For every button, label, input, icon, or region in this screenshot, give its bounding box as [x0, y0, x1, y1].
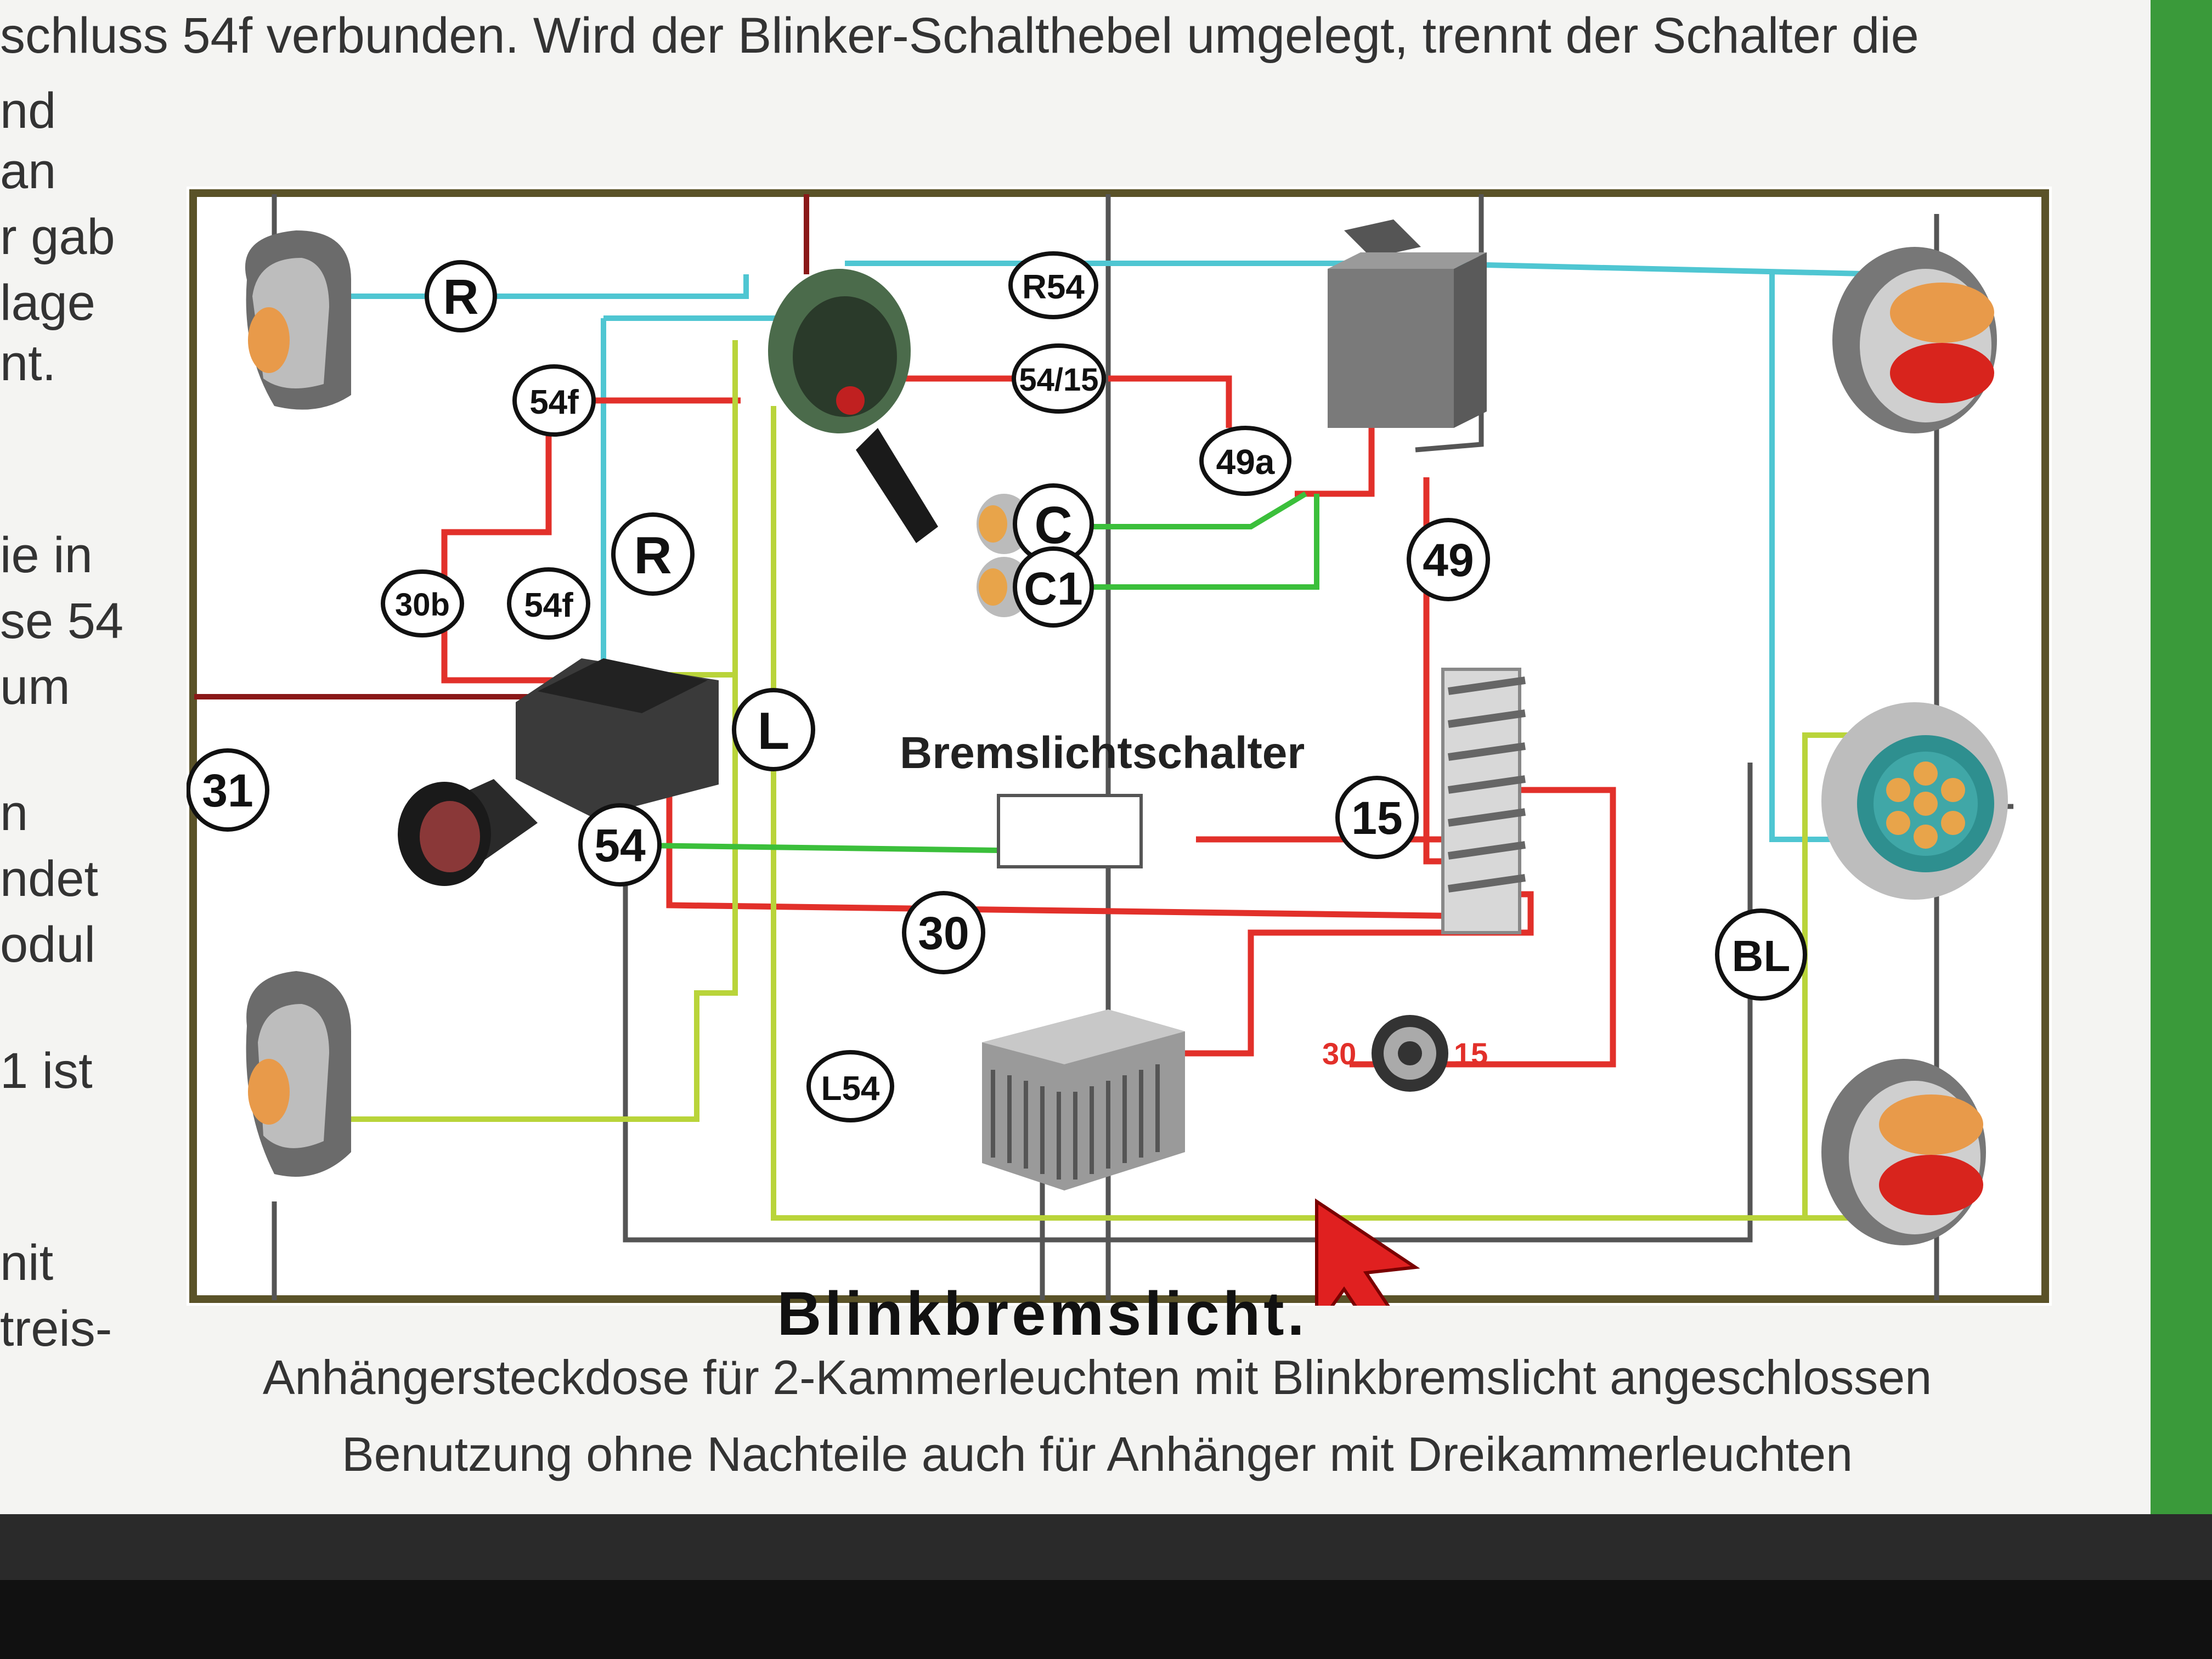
label-r-left-text: R — [443, 270, 479, 325]
label-ignition-30: 30 — [1322, 1036, 1356, 1071]
label-r54-text: R54 — [1022, 268, 1085, 306]
rear-right-tail-lamp-bottom — [1821, 1059, 1986, 1245]
label-bl: BL — [1715, 909, 1807, 1001]
ignition-lock — [1372, 1015, 1448, 1092]
left-fragment: odul — [0, 917, 95, 973]
left-fragment: nd — [0, 83, 57, 139]
left-fragment: nit — [0, 1235, 54, 1291]
label-30b: 30b — [381, 569, 464, 637]
screen: schluss 54f verbunden. Wird der Blinker-… — [0, 0, 2151, 1514]
label-49: 49 — [1407, 518, 1490, 601]
label-l54-text: L54 — [821, 1070, 880, 1108]
brake-switch-box — [997, 794, 1143, 868]
left-fragment: treis- — [0, 1301, 112, 1357]
label-54-15: 54/15 — [1012, 343, 1106, 414]
caption-line-1: Anhängersteckdose für 2-Kammerleuchten m… — [262, 1350, 1932, 1404]
flasher-relay — [1328, 219, 1487, 428]
wires-dark-red — [194, 194, 809, 699]
left-fragment: an — [0, 143, 57, 199]
label-r54: R54 — [1008, 251, 1098, 319]
indicator-switch — [768, 269, 938, 543]
battery — [982, 1009, 1185, 1190]
label-31: 31 — [187, 748, 269, 832]
label-54f-mid-text: 54f — [524, 586, 573, 624]
mouse-cursor-arrow — [1315, 1198, 1420, 1306]
label-54f-top: 54f — [512, 364, 596, 437]
label-l-text: L — [758, 702, 790, 760]
left-fragment: ndet — [0, 851, 99, 907]
left-fragment: 1 ist — [0, 1043, 93, 1099]
rear-left-indicator-lamp — [246, 971, 351, 1177]
label-54: 54 — [578, 803, 662, 887]
label-54f-mid: 54f — [507, 567, 590, 640]
label-49a-text: 49a — [1216, 442, 1275, 482]
background-window-edge — [2151, 0, 2212, 1514]
label-30b-text: 30b — [395, 587, 450, 623]
label-bl-text: BL — [1732, 932, 1791, 980]
top-text-line: schluss 54f verbunden. Wird der Blinker-… — [0, 8, 1919, 64]
caption-line-2: Benutzung ohne Nachteile auch für Anhäng… — [341, 1427, 1853, 1481]
fuse-box — [1441, 668, 1526, 934]
label-c1: C1 — [1013, 546, 1094, 628]
label-r-mid-text: R — [634, 526, 672, 585]
label-31-text: 31 — [202, 765, 253, 816]
light-switch — [398, 658, 719, 886]
label-30: 30 — [902, 891, 985, 974]
left-text-column: nd an r gab lage nt. ie in se 54 um n nd… — [0, 82, 165, 1357]
left-fragment: lage — [0, 275, 95, 331]
rear-right-tail-lamp-top — [1832, 247, 1997, 433]
left-fragment: nt. — [0, 335, 57, 391]
left-fragment: ie in — [0, 527, 93, 583]
label-r-left: R — [425, 260, 497, 332]
label-15: 15 — [1335, 776, 1419, 859]
label-c: C — [1013, 483, 1094, 565]
diagram-frame — [189, 189, 2049, 1303]
label-r-mid: R — [611, 512, 695, 596]
label-l54: L54 — [806, 1050, 894, 1122]
monitor-bezel — [0, 1514, 2212, 1580]
caption-title: Blinkbremslicht. — [777, 1279, 1308, 1348]
trailer-socket — [1821, 702, 2008, 900]
label-c1-text: C1 — [1024, 563, 1082, 614]
label-ignition-15: 15 — [1454, 1036, 1488, 1071]
label-30-text: 30 — [918, 907, 969, 959]
label-c-text: C — [1034, 496, 1072, 555]
left-fragment: r gab — [0, 209, 115, 265]
label-49-text: 49 — [1423, 534, 1474, 586]
left-fragment: um — [0, 659, 70, 715]
wiring-diagram: R R54 54/15 54f 49a C C1 R — [187, 187, 2052, 1306]
label-49a: 49a — [1199, 426, 1291, 496]
label-l: L — [732, 688, 815, 771]
left-fragment: se 54 — [0, 593, 124, 649]
label-bremslichtschalter: Bremslichtschalter — [900, 728, 1305, 778]
label-15-text: 15 — [1351, 792, 1402, 844]
label-54-15-text: 54/15 — [1019, 362, 1098, 398]
left-fragment: n — [0, 785, 29, 841]
front-left-indicator-lamp — [245, 230, 351, 410]
label-54-text: 54 — [594, 820, 646, 871]
label-54f-top-text: 54f — [529, 383, 579, 421]
